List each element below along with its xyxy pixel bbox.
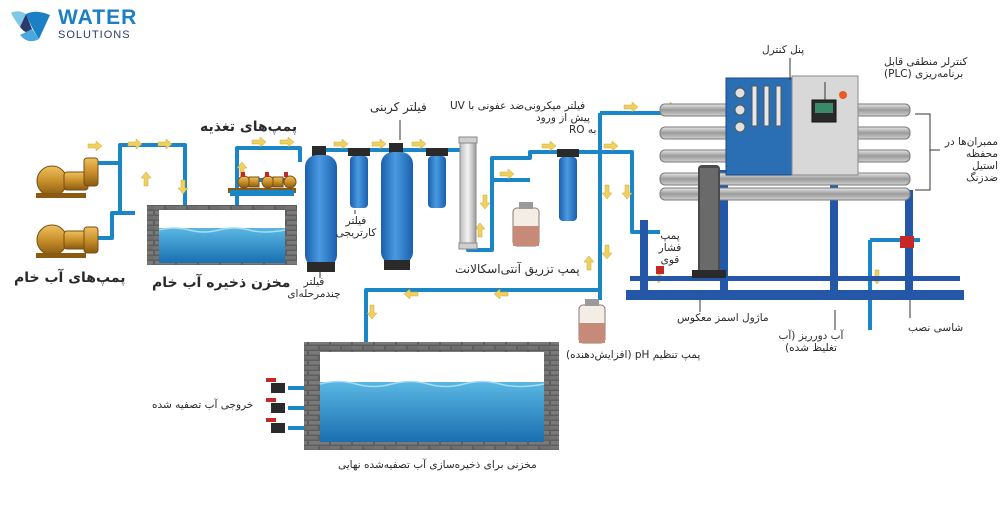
pipe-raw-pump-top	[98, 143, 187, 222]
ph-dosing-tank	[578, 299, 606, 344]
logo-word-water: WATER	[58, 6, 138, 29]
arrow-up	[474, 222, 486, 238]
feed-pumps	[228, 172, 297, 196]
water-drop-logo-icon	[11, 11, 50, 42]
label-cartridge-filter: فیلتر کارتریجی	[335, 215, 377, 240]
raw-water-pump-top	[36, 157, 99, 198]
arrow-right	[87, 140, 103, 152]
label-raw-water-tank: مخزن ذخیره آب خام	[152, 275, 291, 291]
label-reject-water: آب دورریز (آب تغلیظ شده)	[778, 330, 844, 355]
arrow-right	[411, 138, 427, 150]
outlet-valve-icon	[266, 418, 285, 433]
arrow-up	[140, 171, 152, 187]
ro-unit	[626, 75, 964, 300]
multimedia-filter-vessel	[305, 146, 337, 272]
arrow-right	[127, 138, 143, 150]
label-ro-module: ماژول اسمز معکوس	[677, 312, 769, 324]
arrow-right	[541, 140, 557, 152]
feed-pump	[237, 172, 260, 189]
arrow-right	[157, 138, 173, 150]
label-uv-filter-line1: فیلتر میکرونی‌ضد عفونی با UV	[450, 100, 586, 112]
label-antiscalant-pump: پمپ تزریق آنتی‌اسکالانت	[455, 262, 580, 276]
label-product-tank: مخزنی برای ذخیره‌سازی آب تصفیه‌شده نهایی	[338, 459, 537, 471]
feed-pump	[261, 172, 284, 189]
arrow-right	[251, 136, 267, 148]
micron-filter-vessel	[557, 149, 579, 221]
arrow-left	[403, 288, 419, 300]
panel-gauges	[734, 85, 782, 133]
red-valve-icon	[656, 266, 664, 274]
feed-pump	[283, 172, 297, 189]
arrow-right	[333, 138, 349, 150]
label-membranes: ممبران‌ها در محفظه استیل ضدزنگ	[944, 136, 998, 185]
antiscalant-dosing-tank	[512, 202, 540, 247]
arrow-down	[601, 244, 613, 260]
arrow-left	[493, 288, 509, 300]
label-plc-line2: برنامه‌ریزی (PLC)	[884, 68, 964, 80]
leader-lines	[319, 58, 940, 330]
arrow-down	[479, 194, 491, 210]
arrow-right	[603, 140, 619, 152]
label-skid: شاسی نصب	[908, 322, 964, 334]
label-ph-pump: پمپ تنظیم pH (افزایش‌دهنده)	[566, 349, 701, 361]
label-raw-water-pumps: پمپ‌های آب خام	[14, 270, 126, 286]
label-uv-filter-line2: پیش از ورود	[536, 112, 591, 124]
arrow-right	[623, 101, 639, 113]
label-feed-pumps: پمپ‌های تغذیه	[200, 119, 298, 135]
label-plc-line1: کنترلر منطقی قابل	[884, 56, 968, 68]
label-product-outlet: خروجی آب تصفیه شده	[152, 399, 254, 411]
emergency-stop-icon	[839, 91, 847, 99]
arrow-up	[583, 255, 595, 271]
pipe-raw-pump-bottom	[98, 211, 135, 240]
label-multimedia-filter: فیلتر چندمرحله‌ای	[287, 276, 341, 301]
outlet-valves	[266, 378, 285, 433]
carbon-filter-vessel	[381, 143, 413, 270]
arrow-down	[621, 184, 633, 200]
red-valve-icon	[900, 236, 914, 248]
arrow-down	[601, 184, 613, 200]
cartridge-filter-vessel	[426, 148, 448, 208]
uv-sterilizer	[458, 136, 478, 250]
logo-word-solutions: SOLUTIONS	[58, 29, 131, 41]
label-high-pressure-pump: پمپ فشار قوی	[658, 230, 682, 267]
arrow-right	[499, 168, 515, 180]
raw-water-pump-bottom	[36, 224, 99, 258]
arrow-down	[366, 304, 378, 320]
arrow-right	[279, 136, 295, 148]
arrow-down	[177, 179, 189, 195]
arrow-right	[371, 138, 387, 150]
outlet-valve-icon	[266, 398, 285, 413]
label-carbon-filter: فیلتر کربنی	[370, 100, 427, 114]
label-control-panel: پنل کنترل	[762, 44, 805, 56]
flow-arrows	[87, 101, 883, 320]
label-uv-filter-line3: به RO	[569, 124, 597, 136]
cartridge-filter-vessel	[348, 148, 370, 208]
skid-frame	[626, 290, 964, 300]
raw-water-tank	[147, 205, 297, 265]
high-pressure-pump	[692, 165, 726, 278]
product-water-tank	[304, 342, 559, 450]
outlet-valve-icon	[266, 378, 285, 393]
